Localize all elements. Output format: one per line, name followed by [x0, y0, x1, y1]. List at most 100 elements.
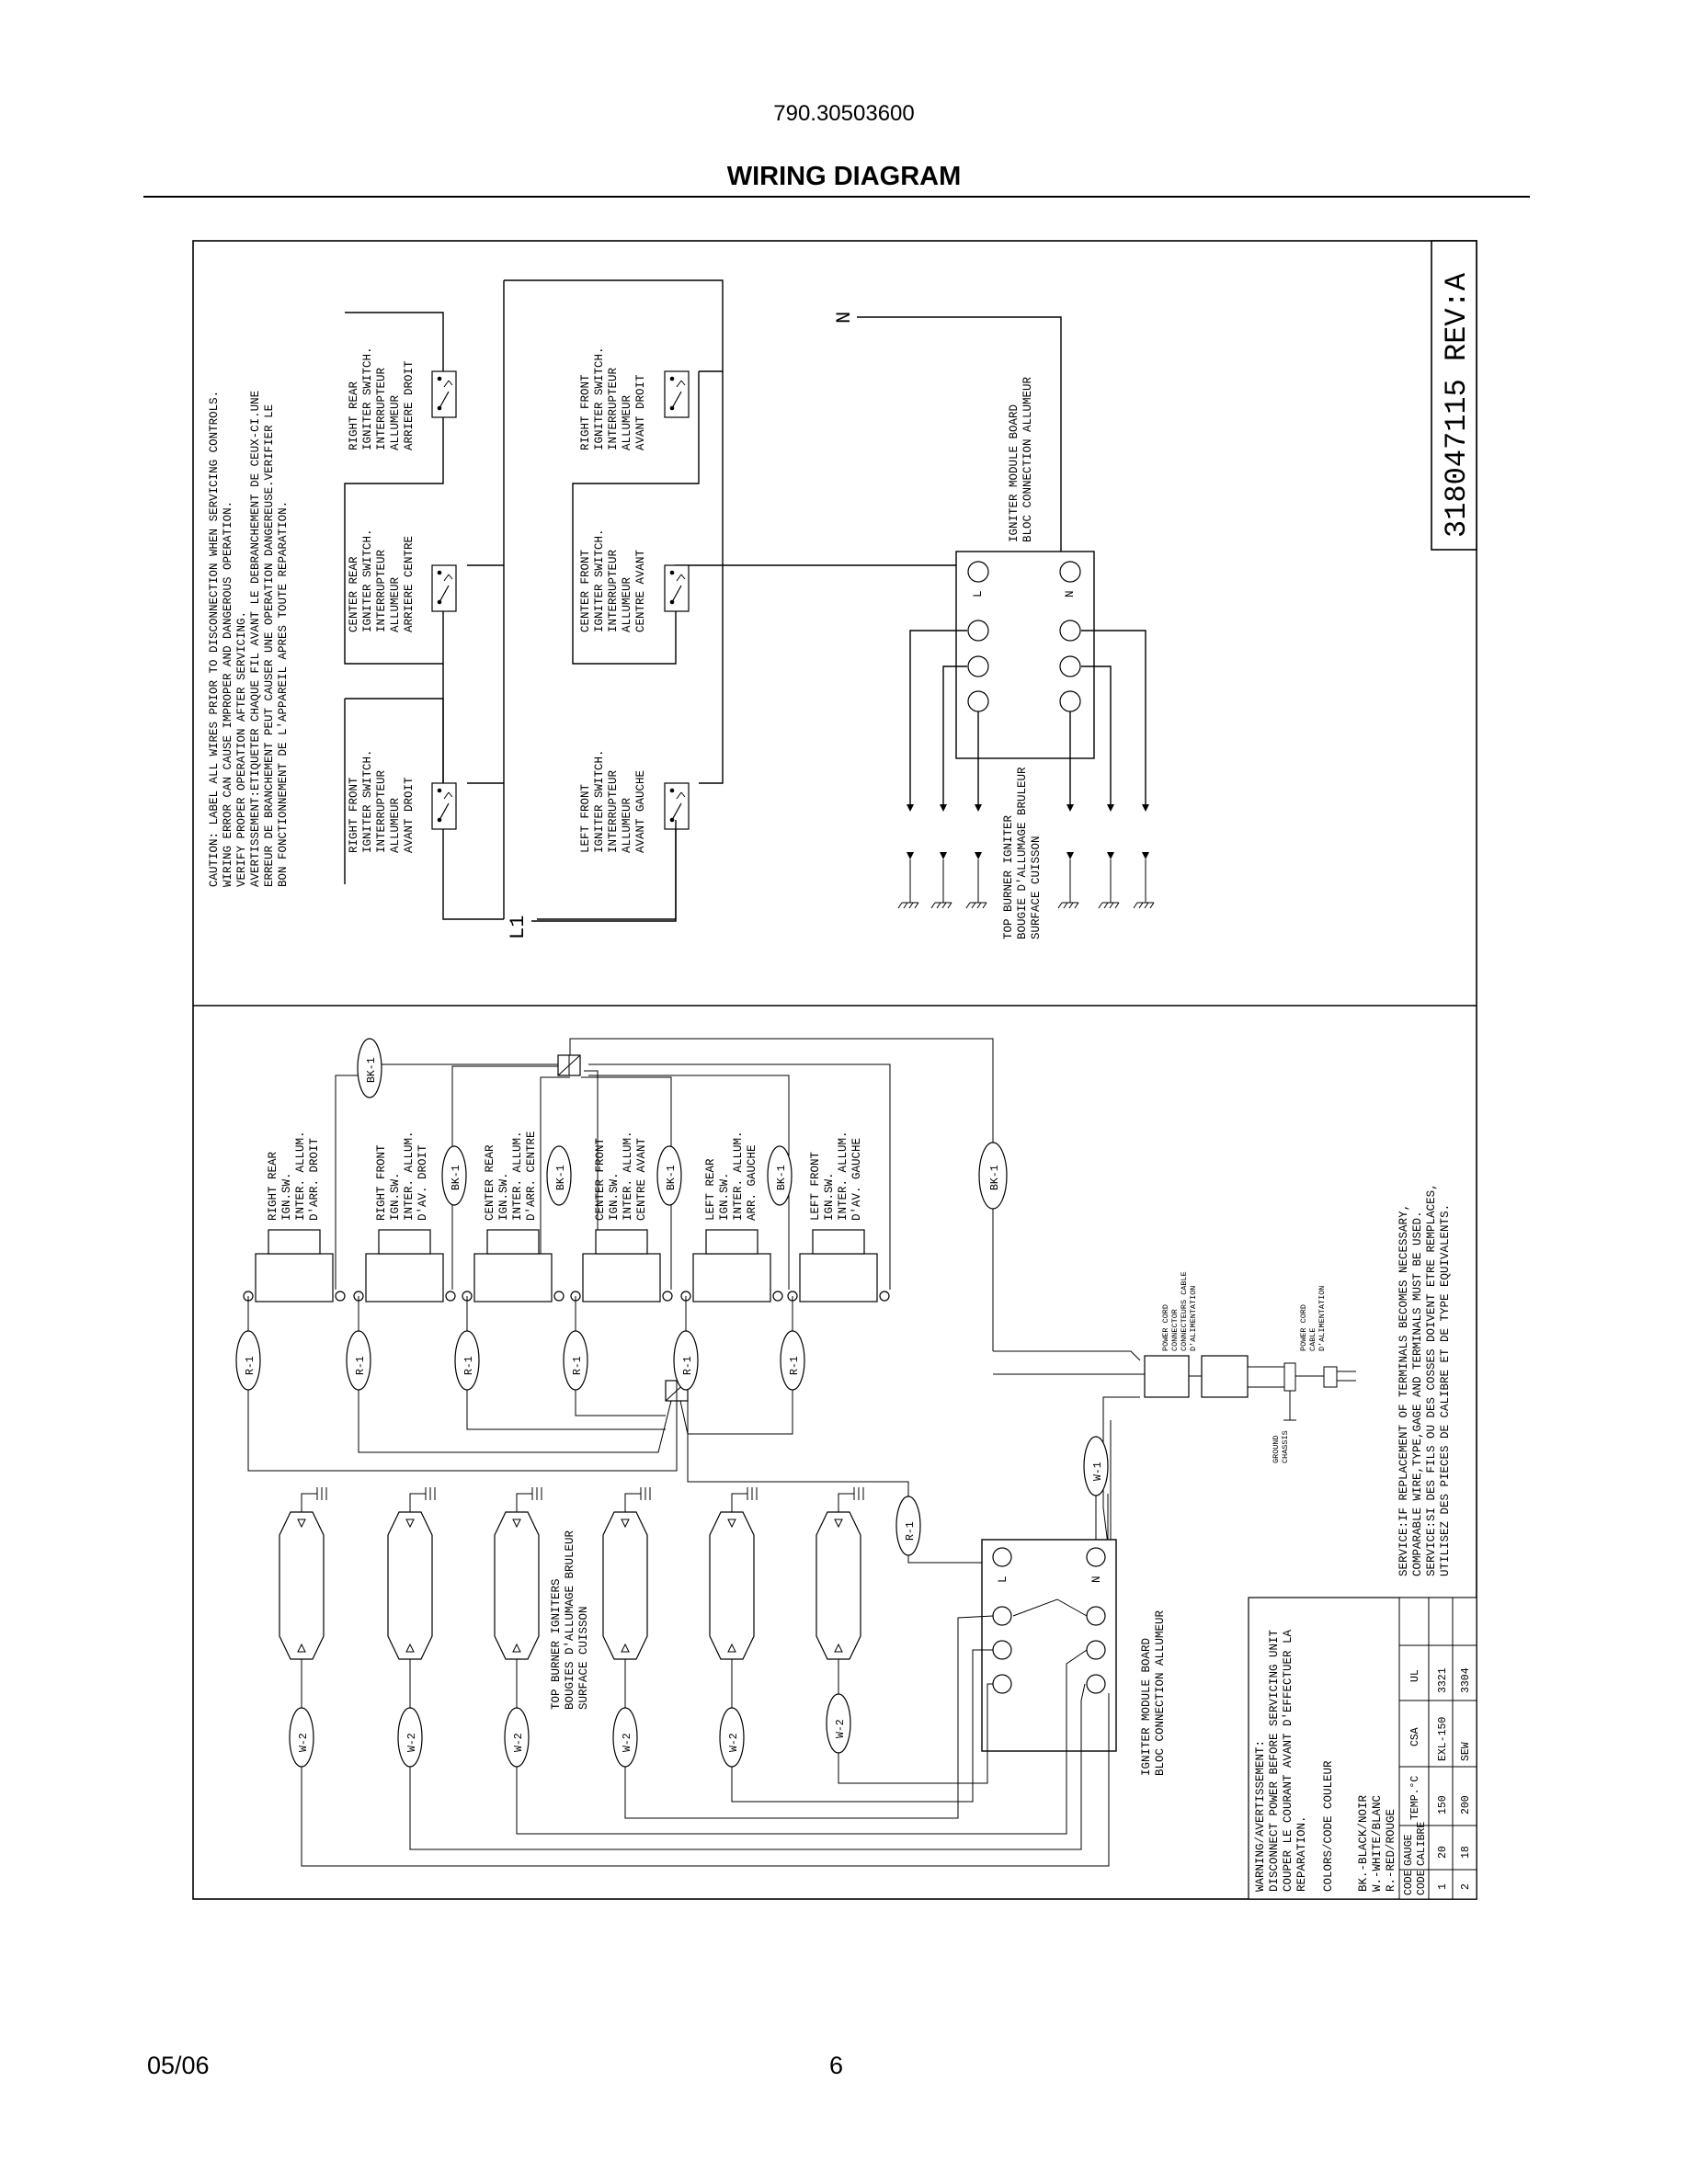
svg-text:CENTER FRONT IGNITER S: CENTER FRONT IGNITER SWITCH. INTERRUPTEU… — [579, 522, 647, 632]
svg-text:LEFT FRONT IGNITER SWI: LEFT FRONT IGNITER SWITCH. INTERRUPTEUR … — [579, 743, 647, 853]
svg-text:RIGHT FRONT IGN.SW.: RIGHT FRONT IGN.SW. INTER. ALLUM. D'AV. … — [375, 1124, 429, 1221]
pic-igniters-label: TOP BURNER IGNITERS BOUGIES D'ALLUMAGE B… — [550, 1523, 590, 1710]
schematic-igniter-grounds — [897, 852, 1155, 909]
svg-text:W-2: W-2 — [835, 1719, 847, 1738]
svg-text:BK-1: BK-1 — [555, 1165, 567, 1190]
svg-text:200: 200 — [1460, 1795, 1472, 1814]
pic-module-l: L — [997, 1575, 1009, 1583]
model-number: 790.30503600 — [773, 101, 915, 126]
svg-text:LEFT FRONT IGN.SW.: LEFT FRONT IGN.SW. INTER. ALLUM. D'AV. G… — [809, 1124, 863, 1221]
page-title: WIRING DIAGRAM — [726, 162, 962, 191]
schematic-module-l: L — [972, 590, 985, 597]
svg-text:CENTER REAR IGN.SW.: CENTER REAR IGN.SW. INTER. ALLUM. D'ARR.… — [484, 1124, 538, 1221]
svg-text:CODE: CODE — [1403, 1870, 1415, 1895]
switch-label-right-rear: RIGHT REAR IGNITER SWITCH. INTERRUPTEUR … — [348, 340, 416, 450]
w2-markers: W-2 W-2 W-2 W-2 W-2 W-2 — [289, 1693, 851, 1768]
svg-text:R-1: R-1 — [245, 1356, 257, 1375]
bk1-junction — [557, 1054, 581, 1076]
part-ref: 318047115 REV:A — [1440, 272, 1474, 538]
svg-text:W-2: W-2 — [298, 1733, 310, 1752]
schematic-section: RIGHT REAR IGNITER SWITCH. INTERRUPTEUR … — [344, 279, 1155, 939]
pic-module-n: N — [1090, 1575, 1103, 1583]
svg-text:CALIBRE: CALIBRE — [1416, 1822, 1428, 1866]
service-note: SERVICE:IF REPLACEMENT OF TERMINALS BECO… — [1397, 1177, 1452, 1576]
switch-label-right-front: RIGHT FRONT IGNITER SWITCH. INTERRUPTEUR… — [579, 340, 647, 450]
svg-text:18: 18 — [1460, 1846, 1472, 1859]
svg-text:R-1: R-1 — [682, 1356, 694, 1375]
caution-text: CAUTION: LABEL ALL WIRES PRIOR TO DISCON… — [208, 383, 290, 887]
pic-module-label: IGNITER MODULE BOARD BLOC CONNECTION ALL… — [1140, 1610, 1167, 1776]
svg-text:UL: UL — [1409, 1669, 1421, 1682]
title-rule — [143, 196, 1530, 198]
switch-label-center-front: CENTER FRONT IGNITER SWITCH. INTERRUPTEU… — [579, 522, 647, 632]
pic-switch-label-center-rear: CENTER REAR IGN.SW. INTER. ALLUM. D'ARR.… — [484, 1124, 538, 1221]
svg-text:150: 150 — [1437, 1795, 1449, 1814]
igniter-ground-stubs — [301, 1487, 864, 1512]
svg-text:LEFT REAR IGN.SW.: LEFT REAR IGN.SW. INTER. ALLUM. ARR. GAU… — [704, 1124, 758, 1221]
svg-text:W-2: W-2 — [513, 1733, 525, 1752]
svg-text:CENTER REAR IGNITER SW: CENTER REAR IGNITER SWITCH. INTERRUPTEUR… — [348, 522, 416, 632]
svg-text:W-2: W-2 — [406, 1733, 418, 1752]
svg-text:BK-1: BK-1 — [776, 1165, 788, 1190]
svg-text:R-1: R-1 — [905, 1521, 917, 1541]
svg-text:BK-1: BK-1 — [366, 1057, 378, 1083]
power-cord-connector-label: POWER CORD CONNECTOR CONNECTEURS CABLE D… — [1161, 1267, 1198, 1351]
svg-text:20: 20 — [1437, 1846, 1449, 1859]
pictorial-section: BK-1 BK-1 BK-1 BK-1 BK-1 BK-1 — [235, 1038, 1477, 1900]
bk1-markers: BK-1 BK-1 BK-1 BK-1 BK-1 BK-1 — [357, 1038, 1008, 1210]
svg-text:R-1: R-1 — [355, 1356, 367, 1375]
svg-text:R-1: R-1 — [572, 1356, 584, 1375]
r1-markers: R-1 R-1 R-1 R-1 R-1 R-1 R-1 — [235, 1330, 921, 1556]
switch-label-left-front: LEFT FRONT IGNITER SWITCH. INTERRUPTEUR … — [579, 743, 647, 853]
switch-label-right-front-left-col: RIGHT FRONT IGNITER SWITCH. INTERRUPTEUR… — [348, 743, 416, 853]
svg-text:R-1: R-1 — [463, 1356, 475, 1375]
schematic-module-label: IGNITER MODULE BOARD BLOC CONNECTION ALL… — [1008, 376, 1034, 542]
schematic-igniter-label: TOP BURNER IGNITER BOUGIE D'ALLUMAGE BRU… — [1002, 760, 1043, 939]
pic-switch-label-center-front: CENTER FRONT IGN.SW. INTER. ALLUM. CENTR… — [594, 1124, 648, 1221]
schematic-module-board — [955, 551, 1095, 759]
colors-title: COLORS/CODE COULEUR — [1322, 1760, 1335, 1892]
svg-text:W-1: W-1 — [1092, 1462, 1104, 1481]
color-codes: BK.-BLACK/NOIR W.-WHITE/BLANC R.-RED/ROU… — [1357, 1788, 1397, 1892]
svg-text:BK-1: BK-1 — [666, 1165, 678, 1190]
svg-text:BK-1: BK-1 — [989, 1165, 1001, 1190]
n-label: N — [833, 312, 856, 324]
ground-chassis-label: GROUND CHASSIS — [1272, 1430, 1290, 1463]
l1-label: L1 — [507, 916, 530, 939]
part-ref-box — [1431, 240, 1477, 551]
svg-text:GAUGE: GAUGE — [1403, 1834, 1415, 1866]
svg-text:RIGHT FRONT IGNITER SW: RIGHT FRONT IGNITER SWITCH. INTERRUPTEUR… — [579, 340, 647, 450]
diagram-frame — [192, 240, 1477, 1900]
switch-label-center-rear: CENTER REAR IGNITER SWITCH. INTERRUPTEUR… — [348, 522, 416, 632]
power-cord-assembly — [1144, 1355, 1356, 1421]
svg-text:SEW: SEW — [1460, 1742, 1472, 1761]
pic-switch-label-left-front: LEFT FRONT IGN.SW. INTER. ALLUM. D'AV. G… — [809, 1124, 863, 1221]
wire-spec-table: CODE CODE GAUGE CALIBRE TEMP.°C CSA UL 1… — [1398, 1597, 1477, 1900]
w1-marker: W-1 — [1083, 1436, 1109, 1496]
pic-switch-label-right-rear: RIGHT REAR IGN.SW. INTER. ALLUM. D'ARR. … — [267, 1124, 321, 1221]
svg-text:3304: 3304 — [1460, 1667, 1472, 1693]
svg-text:BK-1: BK-1 — [451, 1165, 462, 1190]
footer-date: 05/06 — [147, 2052, 210, 2079]
svg-text:RIGHT REAR IGN.SW.: RIGHT REAR IGN.SW. INTER. ALLUM. D'ARR. … — [267, 1124, 321, 1221]
power-cord-label: POWER CORD CABLE D'ALIMENTATION — [1299, 1286, 1327, 1351]
svg-text:RIGHT REAR IGNITER SWI: RIGHT REAR IGNITER SWITCH. INTERRUPTEUR … — [348, 340, 416, 450]
svg-text:2: 2 — [1460, 1883, 1472, 1890]
svg-text:1: 1 — [1437, 1883, 1449, 1890]
svg-text:CENTER FRONT IGN.SW.: CENTER FRONT IGN.SW. INTER. ALLUM. CENTR… — [594, 1124, 648, 1221]
svg-text:CSA: CSA — [1409, 1727, 1421, 1746]
ign-switch-terminals — [243, 1229, 890, 1302]
svg-text:RIGHT FRONT IGNITER SW: RIGHT FRONT IGNITER SWITCH. INTERRUPTEUR… — [348, 743, 416, 853]
svg-text:CODE: CODE — [1416, 1870, 1428, 1895]
svg-text:W-2: W-2 — [622, 1733, 633, 1752]
warning-note: WARNING/AVERTISSEMENT: DISCONNECT POWER … — [1254, 1622, 1308, 1892]
schematic-module-terminals — [967, 561, 1081, 712]
pic-switch-label-right-front: RIGHT FRONT IGN.SW. INTER. ALLUM. D'AV. … — [375, 1124, 429, 1221]
svg-text:TEMP.°C: TEMP.°C — [1409, 1776, 1421, 1820]
page-number: 6 — [829, 2052, 844, 2079]
pic-switch-label-left-rear: LEFT REAR IGN.SW. INTER. ALLUM. ARR. GAU… — [704, 1124, 758, 1221]
schematic-module-n: N — [1064, 590, 1077, 597]
svg-text:W-2: W-2 — [728, 1733, 740, 1752]
svg-text:EXL-150: EXL-150 — [1437, 1717, 1449, 1761]
